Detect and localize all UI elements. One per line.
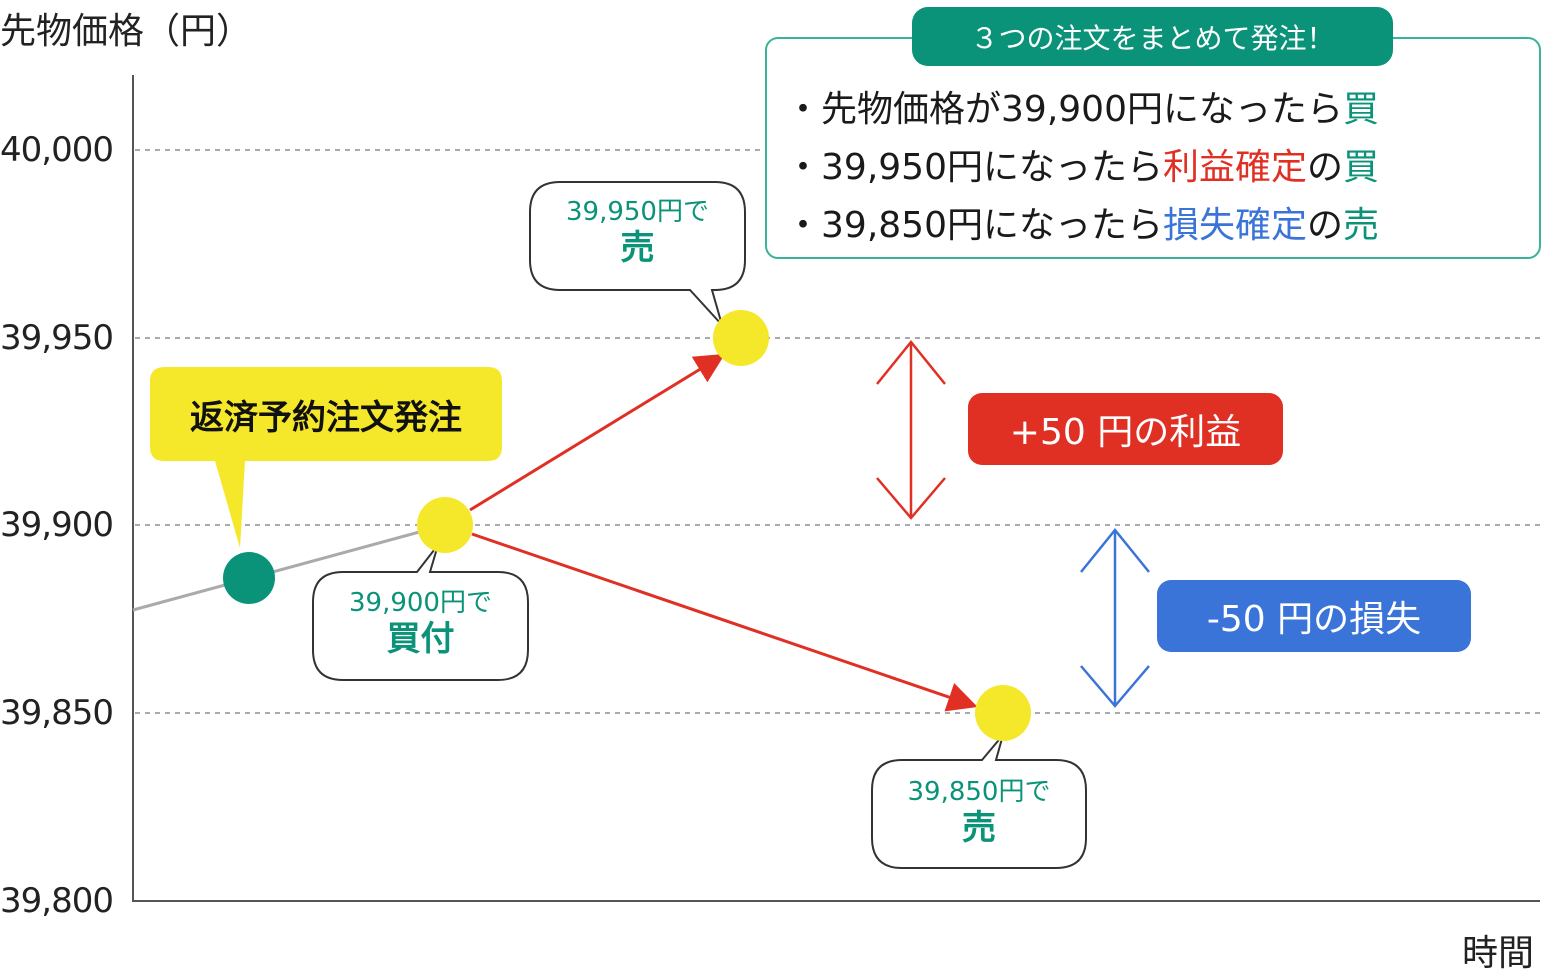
y-tick: 39,900 bbox=[0, 505, 114, 545]
info-line-3: ・39,850円になったら損失確定の売 bbox=[785, 196, 1379, 248]
sell-loss-callout-shape bbox=[871, 734, 1087, 869]
sell-profit-callout: 39,950円で売 bbox=[530, 196, 745, 268]
order-point bbox=[223, 552, 275, 604]
info-text: の bbox=[1307, 205, 1344, 246]
y-tick: 39,850 bbox=[0, 693, 114, 733]
callout-price: 39,900円で bbox=[349, 588, 492, 618]
loss-range-arrow bbox=[1080, 528, 1150, 708]
info-text: 先物価格が39,900円になったら bbox=[821, 89, 1343, 130]
profit-arrow bbox=[469, 353, 726, 512]
bullet: ・ bbox=[785, 205, 822, 246]
buy-callout: 39,900円で買付 bbox=[313, 587, 528, 659]
callout-price: 39,950円で bbox=[566, 197, 709, 227]
profit-range-arrow bbox=[876, 340, 946, 520]
y-tick: 39,950 bbox=[0, 318, 114, 358]
info-text: 39,950円になったら bbox=[821, 147, 1163, 188]
callout-price: 39,850円で bbox=[907, 777, 1051, 807]
x-axis-title: 時間 bbox=[1462, 933, 1535, 974]
info-accent: 損失確定 bbox=[1162, 205, 1307, 246]
callout-action: 売 bbox=[962, 808, 996, 848]
info-box-header: ３つの注文をまとめて発注！ bbox=[970, 21, 1335, 55]
info-accent: 利益確定 bbox=[1162, 147, 1307, 188]
return-order-label: 返済予約注文発注 bbox=[190, 397, 462, 438]
loss-point bbox=[975, 685, 1031, 741]
price-line bbox=[132, 523, 446, 612]
buy-callout-shape bbox=[312, 544, 529, 681]
return-order-callout-shape bbox=[150, 367, 502, 548]
profit-point bbox=[713, 310, 769, 366]
sell-loss-callout: 39,850円で売 bbox=[872, 776, 1086, 848]
buy-point bbox=[417, 497, 473, 553]
y-axis-title: 先物価格（円） bbox=[0, 11, 253, 52]
info-text: の bbox=[1307, 147, 1344, 188]
info-action: 買 bbox=[1342, 89, 1379, 130]
loss-badge: -50 円の損失 bbox=[1157, 580, 1471, 652]
y-tick: 39,800 bbox=[0, 881, 114, 921]
profit-badge: +50 円の利益 bbox=[968, 393, 1283, 465]
bullet: ・ bbox=[785, 147, 822, 188]
callout-action: 買付 bbox=[386, 619, 455, 659]
y-tick: 40,000 bbox=[0, 130, 114, 170]
info-text: 39,850円になったら bbox=[821, 205, 1163, 246]
bullet: ・ bbox=[785, 89, 822, 130]
info-line-1: ・先物価格が39,900円になったら買 bbox=[785, 80, 1379, 132]
info-action: 売 bbox=[1343, 205, 1380, 246]
info-line-2: ・39,950円になったら利益確定の買 bbox=[785, 138, 1379, 190]
callout-action: 売 bbox=[620, 228, 655, 268]
info-action: 買 bbox=[1343, 147, 1380, 188]
sell-profit-callout-shape bbox=[529, 181, 746, 326]
loss-arrow bbox=[471, 532, 978, 712]
info-box-header-bg bbox=[912, 7, 1393, 66]
